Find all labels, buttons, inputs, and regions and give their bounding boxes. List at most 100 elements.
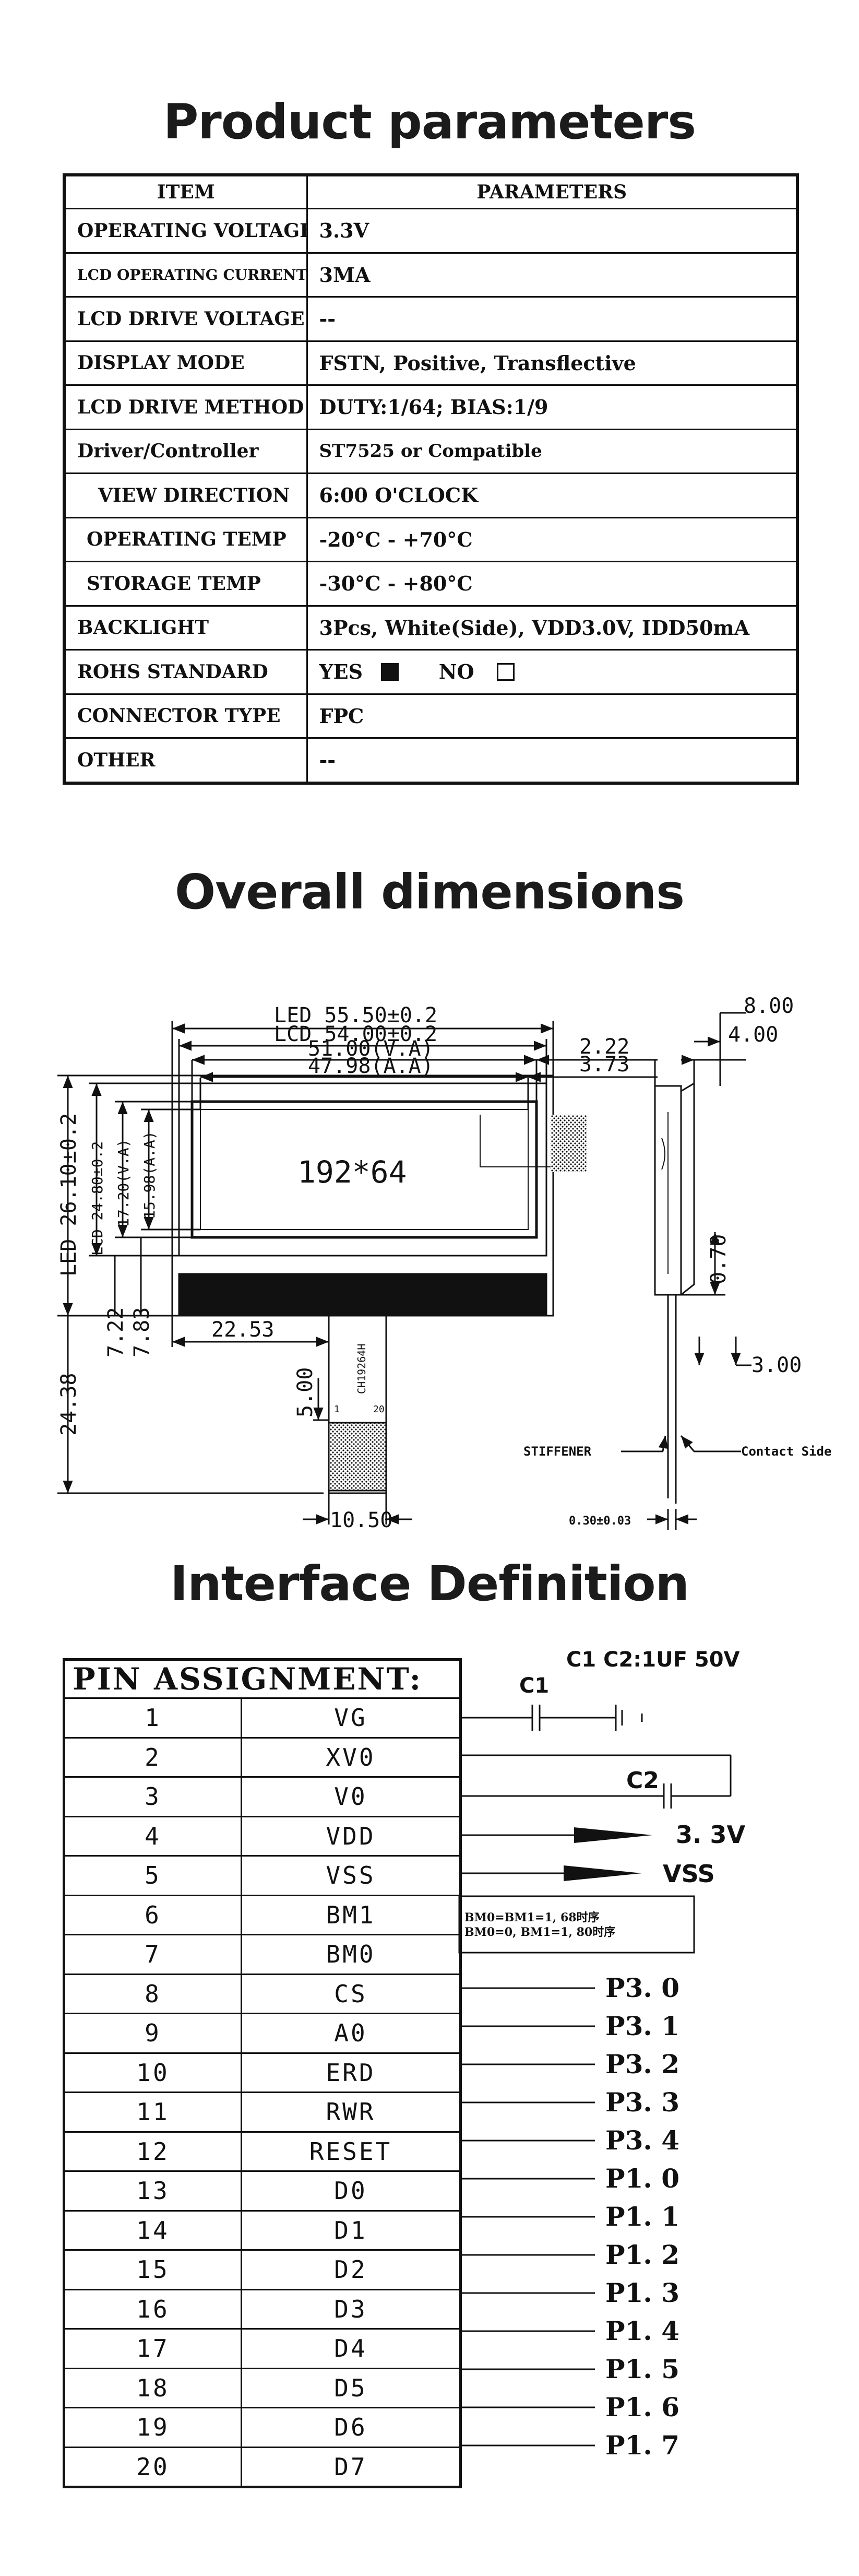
backlight-band xyxy=(178,1273,547,1317)
port-label: P1. 2 xyxy=(605,2239,679,2270)
view-area xyxy=(190,1100,538,1239)
rohs-no-label: NO xyxy=(438,660,474,684)
param-item: LCD DRIVE VOLTAGE xyxy=(63,296,308,342)
pin-number: 7 xyxy=(63,1934,242,1975)
dim-led-height: LED 26.10±0.2 xyxy=(57,1113,81,1277)
pin-name: A0 xyxy=(241,2013,461,2054)
section-title-interface: Interface Definition xyxy=(170,1556,689,1612)
bm-note-line-1: BM0=BM1=1, 68时序 xyxy=(464,1911,600,1924)
param-item: Driver/Controller xyxy=(63,428,308,474)
pin-name: D2 xyxy=(241,2249,461,2290)
table-row: OTHER-- xyxy=(63,737,798,784)
vss-label: VSS xyxy=(663,1860,715,1888)
section-title-dimensions: Overall dimensions xyxy=(174,864,685,920)
pin-name: D1 xyxy=(241,2209,461,2251)
dim-led-width: LED 55.50±0.2 xyxy=(274,1003,437,1027)
dim-total-height: 24.38 xyxy=(57,1373,81,1436)
fpc-tail xyxy=(328,1315,387,1494)
param-value: -- xyxy=(306,296,798,342)
param-value: DUTY:1/64; BIAS:1/9 xyxy=(306,384,798,430)
port-label: P1. 7 xyxy=(605,2430,679,2461)
resolution-label: 192*64 xyxy=(297,1154,407,1190)
pin-name: D5 xyxy=(241,2367,461,2408)
dim-783: 7.83 xyxy=(130,1307,154,1357)
param-value: -30°C - +80°C xyxy=(306,561,798,607)
pin-name: D7 xyxy=(241,2446,461,2488)
param-item: ROHS STANDARD xyxy=(63,649,308,695)
port-label: P1. 6 xyxy=(605,2392,679,2423)
fpc-pin-last: 20 xyxy=(373,1404,385,1415)
param-value: ST7525 or Compatible xyxy=(306,428,798,474)
dim-va-width: 51.00(V.A) xyxy=(308,1037,434,1061)
dim-side-800: 8.00 xyxy=(744,994,794,1018)
param-item: DISPLAY MODE xyxy=(63,340,308,386)
param-value: 3MA xyxy=(306,252,798,298)
port-label: P3. 4 xyxy=(605,2125,679,2156)
dim-side-300: 3.00 xyxy=(751,1353,802,1377)
pin-number: 20 xyxy=(63,2446,242,2488)
dim-offset-373: 3.73 xyxy=(579,1053,629,1077)
param-item: OPERATING TEMP xyxy=(63,516,308,562)
param-item: OTHER xyxy=(63,737,308,784)
dim-side-400: 4.00 xyxy=(728,1023,778,1047)
pin-number: 8 xyxy=(63,1973,242,2014)
port-label: P1. 3 xyxy=(605,2277,679,2308)
pin-number: 19 xyxy=(63,2407,242,2448)
pin-name: D3 xyxy=(241,2288,461,2330)
pin-name: V0 xyxy=(241,1776,461,1817)
pin-assignment-header: PIN ASSIGNMENT: xyxy=(63,1659,461,1699)
dim-offset-222: 2.22 xyxy=(579,1035,629,1059)
pin-name: CS xyxy=(241,1973,461,2014)
header-parameters: PARAMETERS xyxy=(306,174,798,209)
dim-lcd-width: LCD 54.00±0.2 xyxy=(274,1022,437,1046)
pin-number: 18 xyxy=(63,2367,242,2408)
active-area xyxy=(200,1109,529,1230)
pin-name: RWR xyxy=(241,2091,461,2133)
port-label: P3. 1 xyxy=(605,2011,679,2041)
rohs-yes-checkbox-icon xyxy=(381,663,399,681)
pin-number: 5 xyxy=(63,1855,242,1896)
param-value: -20°C - +70°C xyxy=(306,516,798,562)
rohs-yes-label: YES xyxy=(319,660,363,684)
pin-name: VG xyxy=(241,1697,461,1739)
pin-number: 11 xyxy=(63,2091,242,2133)
dim-fpc-width: 10.50 xyxy=(330,1508,392,1532)
dim-aa-width: 47.98(A.A) xyxy=(308,1054,434,1078)
contact-side-label: Contact Side xyxy=(741,1444,831,1459)
pin-number: 4 xyxy=(63,1815,242,1857)
rohs-no-checkbox-icon xyxy=(496,663,515,681)
dim-side-070: 0.70 xyxy=(707,1234,731,1284)
pin-number: 15 xyxy=(63,2249,242,2290)
dim-lcd-height: LCD 24.80±0.2 xyxy=(89,1141,106,1256)
pin-number: 17 xyxy=(63,2328,242,2369)
param-value: -- xyxy=(306,737,798,784)
table-row: ROHS STANDARD YES NO xyxy=(63,649,798,695)
lcd-outline xyxy=(178,1082,547,1257)
table-row: OPERATING TEMP-20°C - +70°C xyxy=(63,516,798,562)
param-value: 3Pcs, White(Side), VDD3.0V, IDD50mA xyxy=(306,605,798,651)
pin-number: 9 xyxy=(63,2013,242,2054)
vss-arrow-icon xyxy=(564,1865,642,1881)
header-item: ITEM xyxy=(63,174,308,209)
pin-name: D4 xyxy=(241,2328,461,2369)
param-item: BACKLIGHT xyxy=(63,605,308,651)
fpc-thickness-label: 0.30±0.03 xyxy=(569,1515,631,1528)
param-item: CONNECTOR TYPE xyxy=(63,693,308,739)
vdd-arrow-icon xyxy=(574,1827,652,1843)
